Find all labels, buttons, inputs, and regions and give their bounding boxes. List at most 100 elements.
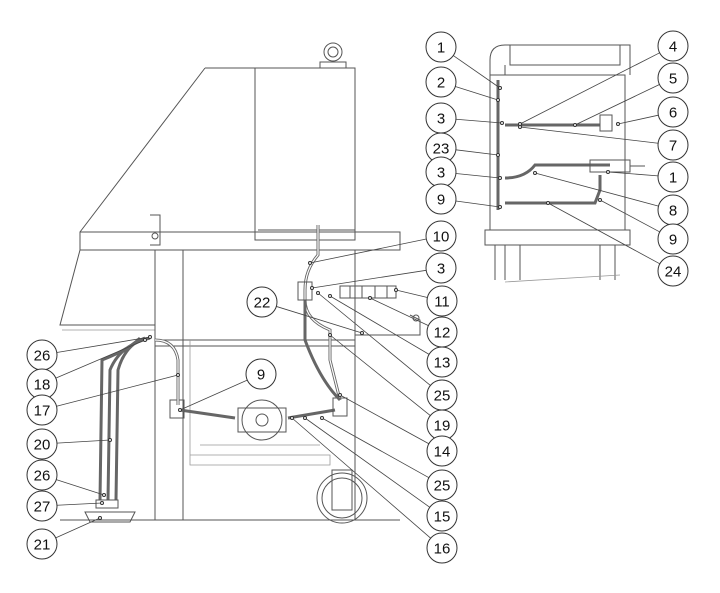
leader-dot: [290, 416, 294, 420]
callout-number: 26: [34, 468, 51, 485]
callout-circle: [245, 358, 277, 390]
leader-line: [55, 517, 101, 539]
callout-circle: [657, 161, 689, 193]
callout: 14: [338, 393, 458, 467]
callout-number: 11: [434, 294, 450, 311]
leader-dot: [496, 153, 500, 157]
callout-circle: [425, 183, 457, 215]
leader-dot: [98, 516, 102, 520]
leader-line: [56, 439, 111, 444]
callout-number: 19: [434, 418, 451, 435]
leader-dot: [533, 171, 537, 175]
callouts: 1232339456718924103111213251914251516229…: [26, 30, 689, 564]
callout: 12: [368, 296, 458, 348]
leader-line: [304, 417, 431, 508]
leader-dot: [328, 333, 332, 337]
callout-number: 15: [434, 509, 451, 526]
lifting-eye: [323, 42, 343, 62]
leader-dot: [328, 294, 332, 298]
callout-circle: [657, 96, 689, 128]
pump: [241, 399, 283, 441]
callout-number: 7: [669, 138, 677, 155]
leader-dot: [573, 123, 577, 127]
callout-circle: [657, 62, 689, 94]
leader-dot: [178, 408, 182, 412]
callout-number: 12: [434, 325, 451, 342]
leader-dot: [108, 438, 112, 442]
callout-circle: [425, 31, 457, 63]
leader-dot: [546, 201, 550, 205]
leader-line: [574, 84, 660, 126]
callout-circle: [657, 30, 689, 62]
leader-line: [179, 379, 248, 411]
leader-dot: [100, 501, 104, 505]
callout: 3: [310, 252, 457, 290]
callout-number: 17: [34, 403, 51, 420]
callout-number: 9: [437, 192, 445, 209]
leader-line: [455, 173, 501, 179]
leader-dot: [496, 98, 500, 102]
inset-drawing: [484, 44, 645, 283]
callout: 25: [320, 416, 458, 501]
callout-number: 20: [34, 437, 51, 454]
leader-dot: [176, 373, 180, 377]
callout-circle: [426, 285, 458, 317]
leader-line: [276, 306, 363, 334]
callout: 9: [598, 198, 689, 255]
callout: 19: [328, 333, 458, 441]
callout-number: 13: [434, 355, 451, 372]
callout-circle: [426, 469, 458, 501]
callout: 6: [616, 96, 689, 128]
callout: 26: [26, 335, 152, 371]
leader-dot: [308, 261, 312, 265]
callout: 16: [290, 416, 458, 564]
callout-circle: [425, 252, 457, 284]
leader-line: [455, 200, 501, 208]
callout-number: 3: [437, 111, 445, 128]
callout-number: 23: [433, 141, 450, 158]
leader-line: [329, 334, 431, 416]
leader-line: [309, 238, 427, 264]
leader-line: [291, 417, 431, 539]
leader-dot: [498, 205, 502, 209]
callout-number: 9: [257, 367, 265, 384]
callout-number: 25: [434, 388, 451, 405]
callout-circle: [26, 490, 58, 522]
callout-circle: [426, 532, 458, 564]
callout: 1: [606, 161, 689, 193]
callout: 22: [246, 286, 364, 335]
leader-dot: [143, 338, 147, 342]
callout: 5: [573, 62, 689, 127]
leader-line: [455, 149, 499, 156]
callout-circle: [426, 500, 458, 532]
leader-dot: [394, 288, 398, 292]
leader-line: [547, 202, 661, 265]
callout-circle: [26, 394, 58, 426]
leader-line: [519, 52, 660, 125]
leader-line: [519, 126, 659, 144]
callout: 9: [178, 358, 277, 412]
callout-number: 14: [434, 444, 451, 461]
leader-dot: [360, 331, 364, 335]
callout: 13: [328, 294, 458, 378]
leader-dot: [338, 393, 342, 397]
leader-dot: [102, 493, 106, 497]
callout: 27: [26, 490, 104, 522]
caster-wheel: [316, 472, 368, 524]
callout: 23: [425, 132, 500, 164]
leader-line: [329, 295, 430, 355]
machine-drawing: [59, 42, 421, 524]
callout: 9: [425, 183, 502, 215]
leader-line: [55, 339, 146, 379]
callout: 11: [394, 285, 458, 317]
callout-number: 9: [669, 232, 677, 249]
callout: 20: [26, 428, 112, 460]
callout: 26: [26, 459, 106, 497]
leader-dot: [310, 286, 314, 290]
callout-number: 6: [669, 105, 677, 122]
leader-line: [534, 172, 659, 207]
callout: 25: [316, 291, 458, 411]
leader-dot: [316, 291, 320, 295]
leader-dot: [148, 335, 152, 339]
